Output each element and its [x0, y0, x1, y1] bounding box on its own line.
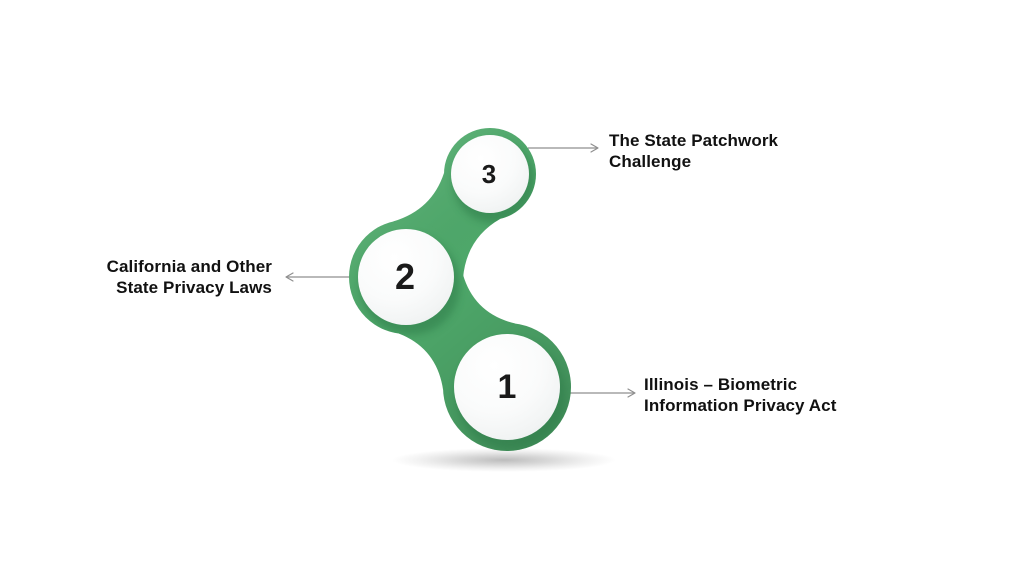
label-step1-line1: Illinois – Biometric: [644, 375, 798, 394]
label-step3: The State Patchwork Challenge: [609, 130, 778, 172]
step-number-2: 2: [395, 256, 415, 297]
step-number-3: 3: [482, 159, 496, 189]
label-step2: California and Other State Privacy Laws: [107, 256, 272, 298]
label-step3-line1: The State Patchwork: [609, 131, 779, 150]
arrow-head-icon-step3: [590, 143, 599, 153]
ground-shadow: [392, 448, 616, 472]
label-step3-line2: Challenge: [609, 152, 692, 171]
label-step1: Illinois – Biometric Information Privacy…: [644, 374, 837, 416]
connector-arrows: [285, 143, 636, 398]
label-step2-line2: State Privacy Laws: [116, 278, 272, 297]
step-circle-1: [454, 334, 560, 440]
step-number-1: 1: [498, 368, 517, 406]
label-step1-line2: Information Privacy Act: [644, 396, 837, 415]
arrow-head-icon-step2: [285, 272, 294, 282]
label-step2-line1: California and Other: [106, 257, 272, 276]
arrow-head-icon-step1: [627, 388, 636, 398]
step-circle-3: [451, 135, 529, 213]
step-circle-2: [358, 229, 454, 325]
